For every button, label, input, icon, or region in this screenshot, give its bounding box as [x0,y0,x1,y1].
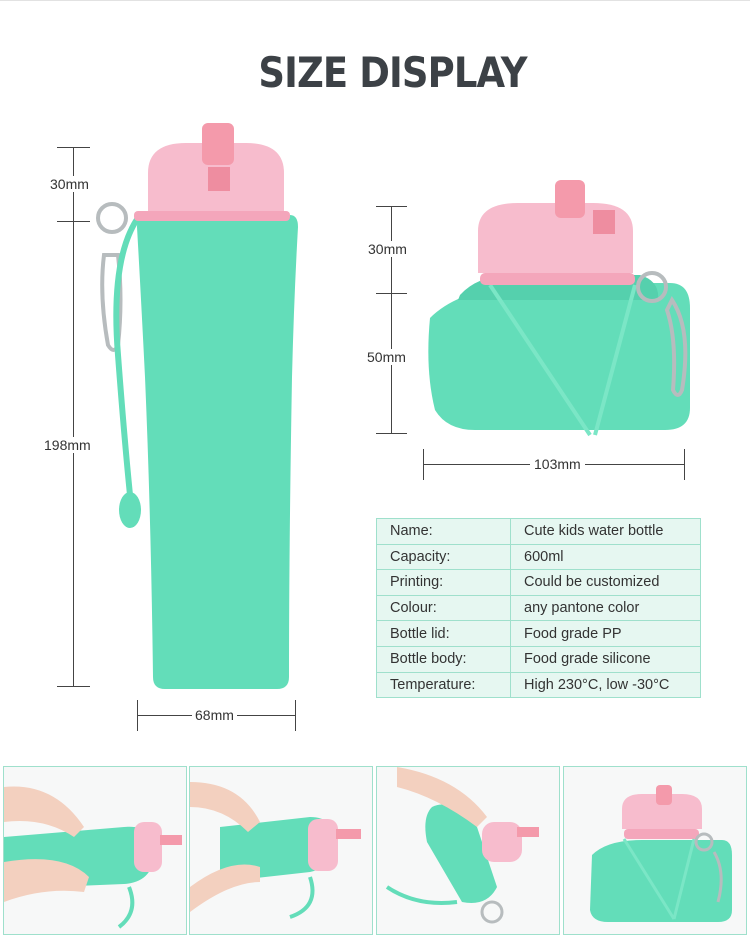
dim-tick-folded-bottom [376,433,407,434]
spec-key: Colour: [376,594,511,622]
spec-table: Name:Cute kids water bottle Capacity:600… [376,518,701,699]
spec-value: any pantone color [510,594,701,622]
table-row: Printing:Could be customized [376,569,701,596]
folded-bottle-photo [590,785,732,922]
hands-rolling-image [4,786,182,929]
folded-cap-spout [555,180,585,218]
hands-rolled-image [385,767,539,924]
table-row: Bottle lid:Food grade PP [376,620,701,647]
hands-folding-image [190,782,361,919]
dim-tick-folded-top [376,206,407,207]
dim-line-vertical-tall [73,147,74,687]
photo-panel-3 [376,766,560,935]
table-row: Name:Cute kids water bottle [376,518,701,545]
spec-key: Bottle body: [376,645,511,673]
folded-strap [488,283,637,437]
tall-bottle-image [96,123,298,689]
spec-key: Bottle lid: [376,620,511,647]
folded-body [428,283,690,430]
spec-key: Capacity: [376,543,511,571]
folded-body-label: 50mm [367,349,406,365]
dim-line-vertical-folded [391,206,392,434]
folded-cap-ring [480,273,635,285]
tall-cap-label: 30mm [50,176,89,192]
dim-tick-folded-left [423,449,424,480]
folded-width-label: 103mm [530,456,585,472]
photo-panel-1 [3,766,187,935]
cap-ring [134,211,290,221]
spec-value: High 230°C, low -30°C [510,671,701,699]
folded-spout-slot [593,210,615,234]
cap-spout [202,123,234,165]
top-divider [0,0,750,1]
dim-tick-top [57,147,90,148]
spec-value: Food grade PP [510,620,701,647]
table-row: Capacity:600ml [376,543,701,571]
carabiner [100,253,123,352]
folded-cap-label: 30mm [368,241,407,257]
bottle-body [137,215,298,689]
dim-tick-folded-right [684,449,685,480]
dim-tick-bottom [57,686,90,687]
folded-bottle-image [428,180,690,437]
strap [113,213,143,496]
spec-key: Name: [376,518,511,545]
tall-width-label: 68mm [192,707,237,723]
dim-tick-cap [57,221,90,222]
spec-value: Could be customized [510,569,701,596]
dim-tick-right [295,700,296,731]
spec-key: Printing: [376,569,511,596]
table-row: Temperature:High 230°C, low -30°C [376,671,701,699]
dim-tick-folded-mid [376,293,407,294]
folded-keyring [636,271,668,303]
spout-slot [208,167,230,191]
tall-height-label: 198mm [44,437,91,453]
photo-panel-4 [563,766,747,935]
spec-value: Food grade silicone [510,645,701,673]
keyring [96,202,128,234]
spec-value: Cute kids water bottle [510,518,701,545]
table-row: Bottle body:Food grade silicone [376,645,701,673]
dim-tick-left [137,700,138,731]
strap-tab [119,492,141,528]
spec-value: 600ml [510,543,701,571]
photo-panel-2 [189,766,373,935]
table-row: Colour:any pantone color [376,594,701,622]
spec-key: Temperature: [376,671,511,699]
folded-carabiner [664,296,688,397]
page-title: SIZE DISPLAY [258,48,527,97]
